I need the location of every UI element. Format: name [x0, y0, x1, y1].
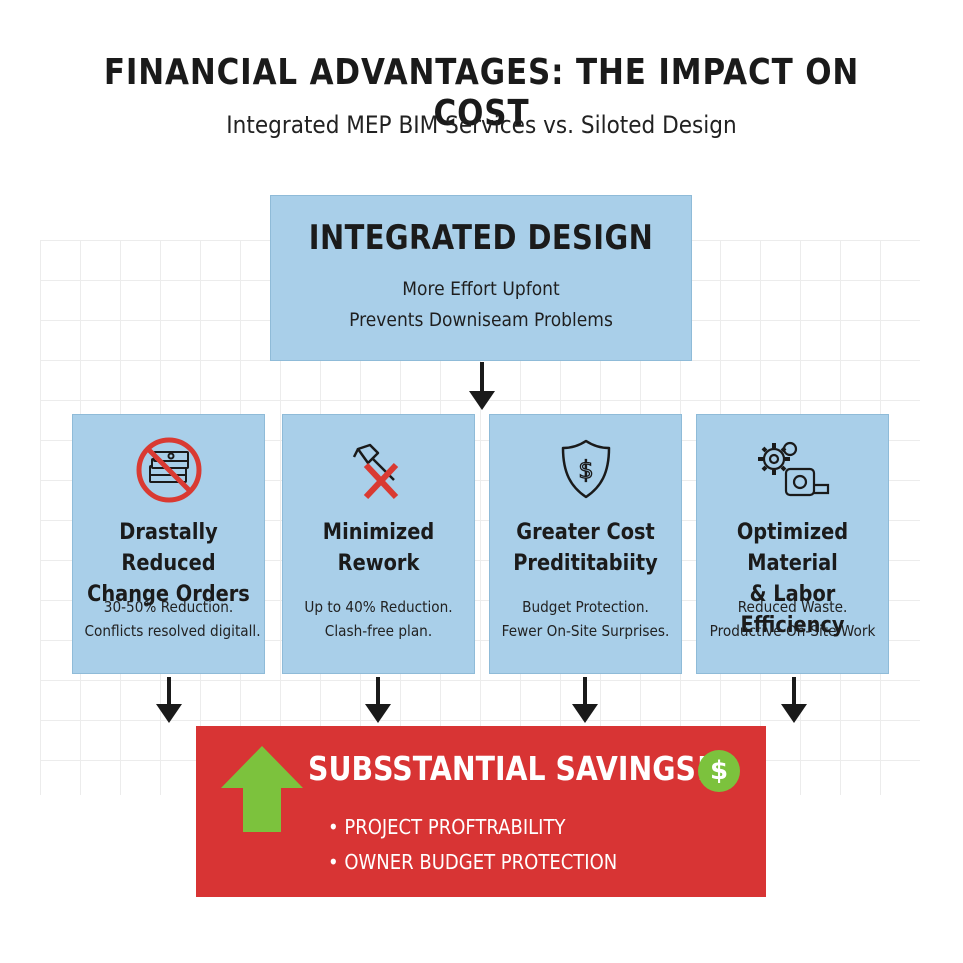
- benefit-title-line-1: Optimized Material: [736, 520, 849, 576]
- down-arrow-icon: [365, 677, 391, 723]
- dollar-coin-icon: $: [698, 750, 740, 792]
- integrated-design-line-2: Prevents Downiseam Problems: [349, 309, 613, 331]
- benefit-title-line-1: Drastally Reduced: [119, 520, 218, 576]
- down-arrow-icon: [156, 677, 182, 723]
- integrated-design-line-1: More Effort Upfont: [402, 278, 560, 300]
- integrated-design-box: INTEGRATED DESIGN More Effort Upfont Pre…: [270, 195, 692, 361]
- benefit-card-cost-predictability: $ Greater Cost Predititabiity Budget Pro…: [489, 414, 682, 674]
- benefit-title-line-2: & Labor Efficiency: [740, 582, 845, 638]
- benefit-card-rework: Minimized Rework Up to 40% Reduction. Cl…: [282, 414, 475, 674]
- benefit-desc-line-1: Budget Protection.: [522, 598, 649, 616]
- integrated-design-title: INTEGRATED DESIGN: [308, 218, 654, 258]
- benefit-desc-line-2: Productive On-Site Work: [709, 622, 876, 640]
- benefit-title-line-2: Change Orders: [87, 582, 250, 607]
- down-arrow-icon: [572, 677, 598, 723]
- savings-title: SUBSSTANTIAL SAVINGS!: [308, 749, 709, 788]
- benefit-desc-line-1: Reduced Waste.: [737, 598, 848, 616]
- benefit-card-efficiency: Optimized Material & Labor Efficiency Re…: [696, 414, 889, 674]
- benefit-desc-line-2: Conflicts resolved digitall.: [84, 622, 261, 640]
- benefit-desc-line-2: Fewer On-Site Surprises.: [501, 622, 670, 640]
- savings-box: SUBSSTANTIAL SAVINGS! $ • PROJECT PROFTR…: [196, 726, 766, 897]
- savings-bullet-2: • OWNER BUDGET PROTECTION: [328, 850, 618, 874]
- no-money-icon: [136, 437, 201, 503]
- up-arrow-icon: [221, 746, 303, 832]
- benefit-title-line-1: Minimized: [322, 520, 435, 545]
- page-title: FINANCIAL ADVANTAGES: THE IMPACT ON COST: [103, 52, 860, 134]
- benefit-title-line-1: Greater Cost: [516, 520, 655, 545]
- dollar-shield-icon: $: [561, 439, 610, 499]
- benefit-desc-line-1: 30-50% Reduction.: [103, 598, 234, 616]
- gear-tape-measure-icon: [757, 441, 829, 497]
- benefit-title-line-2: Predititabiity: [513, 551, 658, 576]
- svg-text:$: $: [578, 456, 593, 484]
- page-subtitle: Integrated MEP BIM Services vs. Siloted …: [226, 111, 737, 139]
- benefit-title-line-2: Rework: [337, 551, 420, 576]
- benefit-card-change-orders: Drastally Reduced Change Orders 30-50% R…: [72, 414, 265, 674]
- hammer-x-icon: [352, 443, 398, 500]
- down-arrow-icon: [781, 677, 807, 723]
- benefit-desc-line-1: Up to 40% Reduction.: [304, 598, 453, 616]
- benefit-desc-line-2: Clash-free plan.: [324, 622, 433, 640]
- savings-bullet-1: • PROJECT PROFTRABILITY: [328, 815, 566, 839]
- down-arrow-icon: [469, 362, 495, 410]
